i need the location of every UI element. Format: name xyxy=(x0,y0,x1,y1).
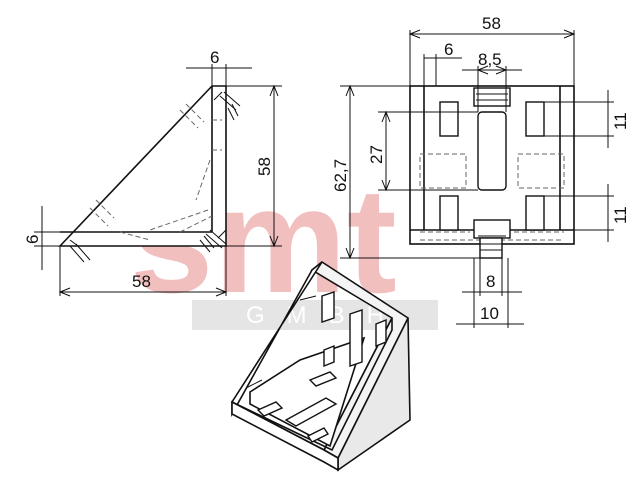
front-dim-slot-height: 27 xyxy=(367,145,386,164)
side-dim-top-thickness: 6 xyxy=(210,48,219,67)
front-slot-center xyxy=(477,111,507,191)
iso-slot-base-3 xyxy=(256,401,284,417)
iso-base-front xyxy=(231,400,339,472)
front-slot-bottom-right xyxy=(525,195,545,231)
front-slot-bottom-left xyxy=(439,195,459,231)
side-dim-width: 58 xyxy=(132,272,151,291)
iso-right-face xyxy=(337,317,411,472)
front-dim-slot-width: 8,5 xyxy=(478,50,502,69)
front-slot-top-right xyxy=(525,101,545,137)
isometric-view xyxy=(231,261,411,472)
iso-slot-base-1 xyxy=(308,371,338,387)
front-dim-nut-outer: 10 xyxy=(480,304,499,323)
front-dim-width: 58 xyxy=(482,14,501,33)
iso-slot-back-2 xyxy=(349,309,363,367)
front-dim-total-height: 62,7 xyxy=(331,159,350,192)
side-view-screw-bottom-right xyxy=(199,229,227,253)
iso-base-inner xyxy=(249,336,366,448)
front-nut-top xyxy=(473,87,511,107)
side-view-screw-bottom-left xyxy=(69,239,91,263)
front-slot-top-left xyxy=(439,101,459,137)
iso-slot-back-4 xyxy=(375,318,387,348)
front-nut-bottom xyxy=(473,219,511,259)
front-view: 58 6 8,5 62,7 27 11 11 xyxy=(331,14,630,328)
iso-slot-back-1 xyxy=(321,291,335,323)
iso-slot-back-3 xyxy=(323,344,335,368)
front-dim-offset: 6 xyxy=(444,40,453,59)
front-dim-hole-top: 11 xyxy=(611,112,630,130)
iso-slot-base-2 xyxy=(284,397,338,427)
front-dim-nut-width: 8 xyxy=(486,272,495,291)
side-view: 6 58 6 58 xyxy=(23,48,282,297)
side-dim-left-thickness: 6 xyxy=(23,235,42,244)
front-dim-hole-bottom: 11 xyxy=(611,206,630,224)
side-dim-height: 58 xyxy=(255,157,274,176)
iso-slot-base-4 xyxy=(306,427,330,443)
side-view-outline xyxy=(58,85,227,247)
side-view-screw-top xyxy=(213,91,241,121)
